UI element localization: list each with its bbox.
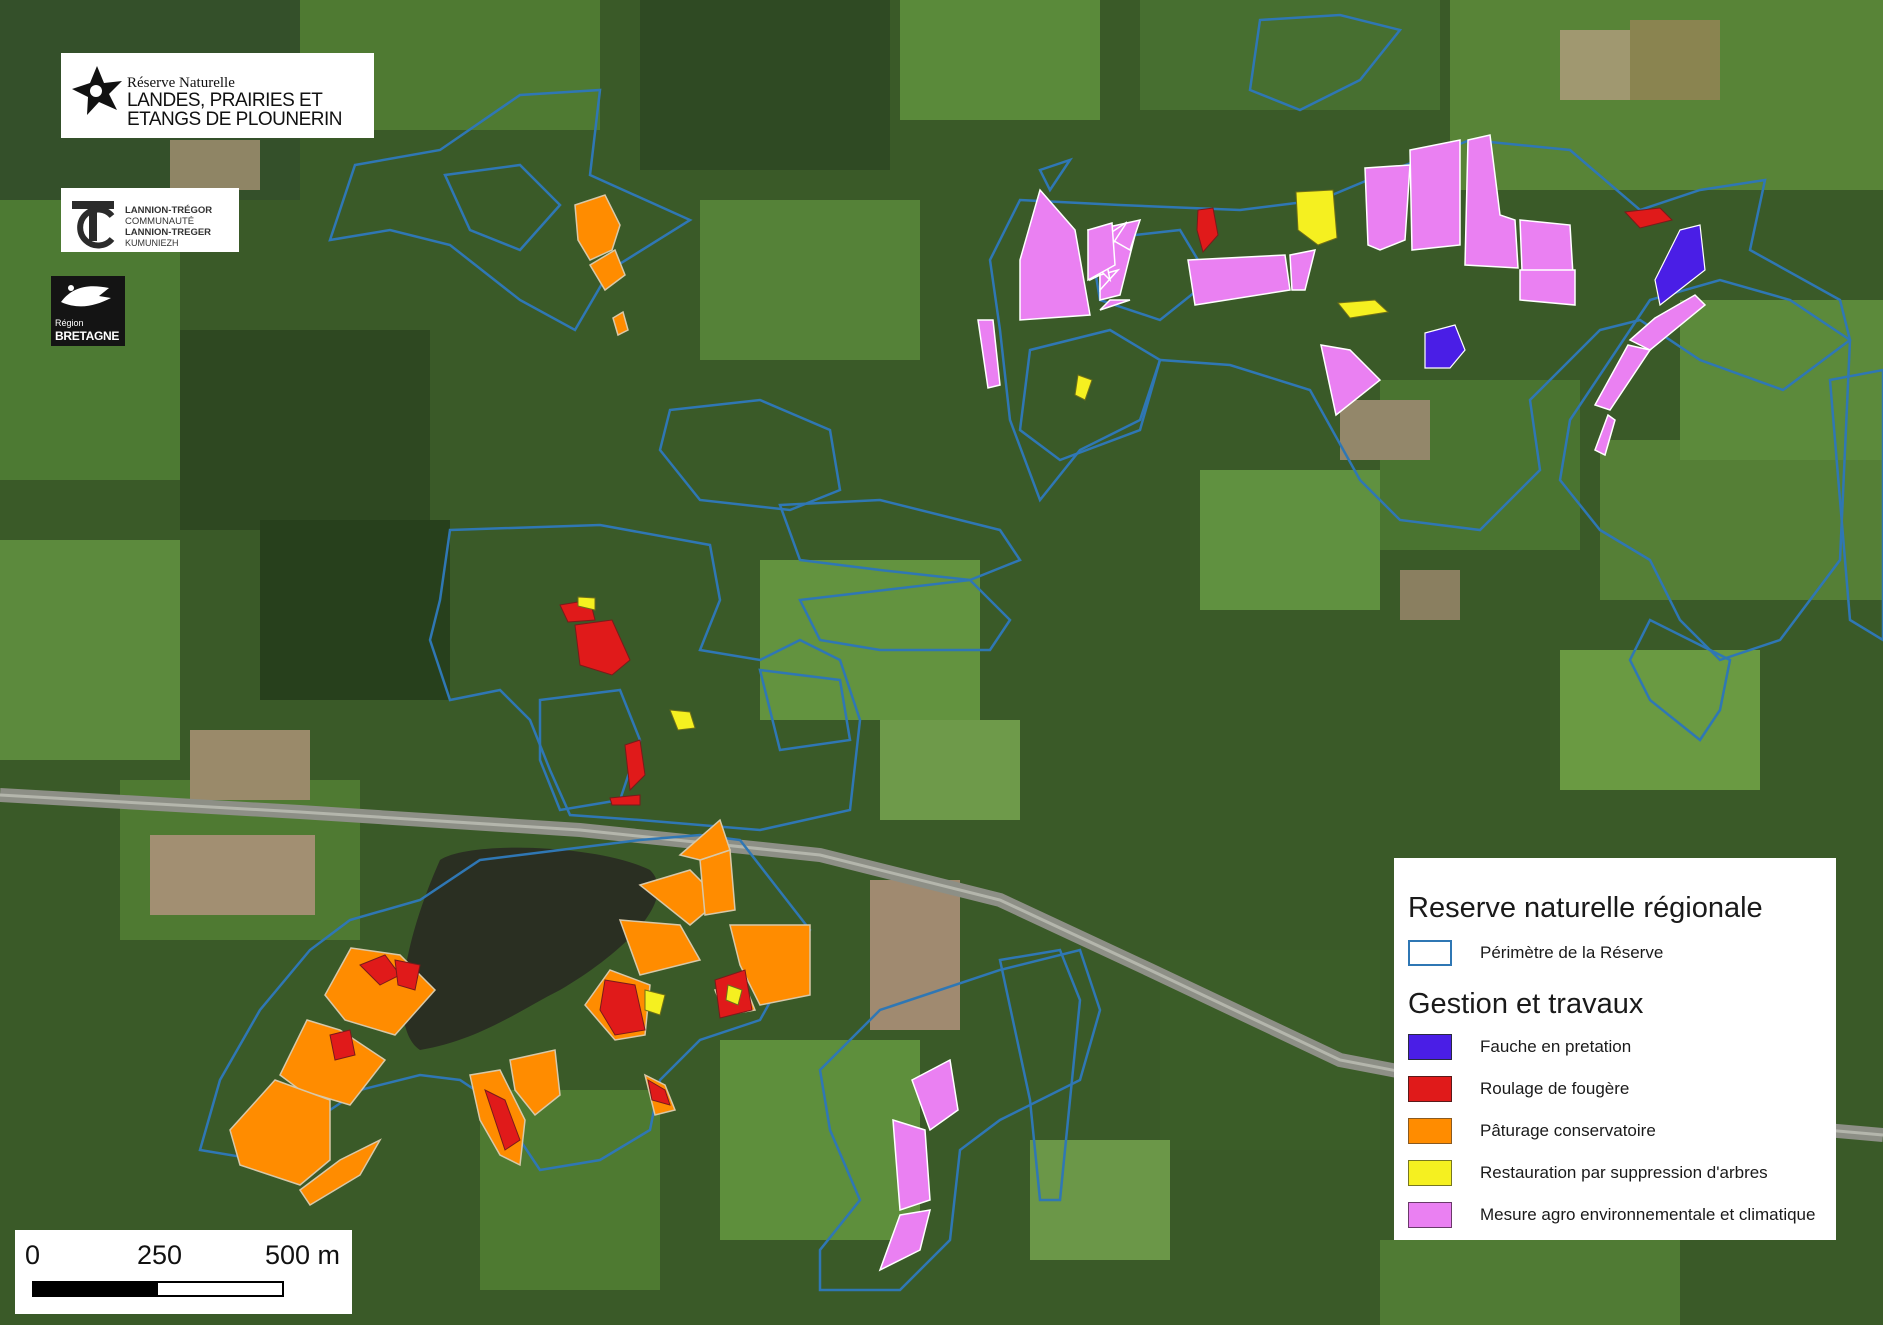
legend-label: Mesure agro environnementale et climatiq… (1480, 1205, 1816, 1224)
maec-parcels (878, 134, 1707, 1272)
legend-label: Roulage de fougère (1480, 1079, 1630, 1098)
legend-label: Périmètre de la Réserve (1480, 943, 1664, 962)
scale-label-0: 0 (25, 1240, 41, 1270)
lannion-line2: COMMUNAUTÉ (125, 216, 195, 227)
legend-title-gestion: Gestion et travaux (1408, 988, 1644, 1020)
lannion-line1: LANNION-TRÉGOR (125, 205, 213, 216)
legend-swatch (1408, 1076, 1452, 1102)
lannion-line4: KUMUNIEZH (125, 238, 179, 248)
legend-label: Fauche en pretation (1480, 1037, 1632, 1056)
scale-label-250: 250 (137, 1240, 183, 1270)
legend-swatch (1408, 1118, 1452, 1144)
legend-swatch (1408, 1202, 1452, 1228)
legend-swatch (1408, 940, 1452, 966)
legend-label: Restauration par suppression d'arbres (1480, 1163, 1768, 1182)
scale-bar: 0 250 500 m (15, 1230, 352, 1314)
map-legend: Reserve naturelle régionale Périmètre de… (1394, 858, 1836, 1240)
restauration-parcels (577, 189, 1390, 1016)
scale-bar-graphic (32, 1281, 284, 1297)
roulage-parcels (329, 207, 1673, 1151)
star-flower-icon (72, 66, 122, 115)
region-line2: BRETAGNE (55, 329, 120, 343)
lannion-line3: LANNION-TREGER (125, 227, 212, 238)
region-bretagne-logo: Région BRETAGNE (51, 276, 125, 346)
legend-swatch (1408, 1160, 1452, 1186)
lannion-tregor-logo: LANNION-TRÉGOR COMMUNAUTÉ LANNION-TREGER… (61, 188, 239, 252)
scale-label-500: 500 m (265, 1240, 341, 1270)
tc-monogram-icon (72, 201, 115, 249)
reserve-logo-line1: Réserve Naturelle (127, 75, 235, 91)
region-line1: Région (55, 318, 84, 328)
fauche-parcels (1424, 224, 1706, 369)
ermine-bird-icon (61, 285, 111, 307)
legend-label: Pâturage conservatoire (1480, 1121, 1656, 1140)
lake (402, 847, 658, 1050)
legend-title-reserve: Reserve naturelle régionale (1408, 892, 1763, 924)
legend-swatch (1408, 1034, 1452, 1060)
